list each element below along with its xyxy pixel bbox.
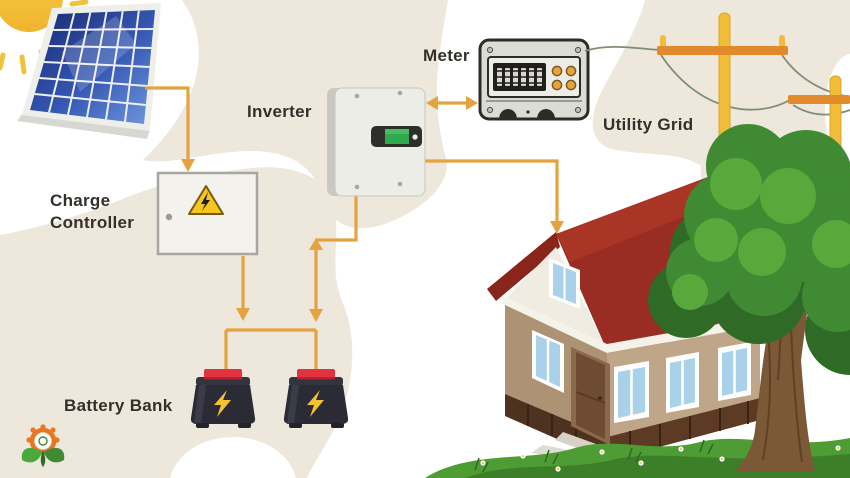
foundation [607, 398, 760, 461]
tree-foliage [648, 124, 850, 375]
tree [648, 124, 850, 472]
meter-digit-notches [495, 70, 544, 84]
insulator-peg [660, 35, 666, 48]
panel-grid [34, 10, 154, 122]
connector-inverter-house [425, 159, 559, 222]
gear-icon [26, 424, 60, 455]
battery [283, 369, 349, 428]
utility-grid-label: Utility Grid [603, 115, 694, 134]
meter [478, 38, 590, 121]
sun-disc [0, 0, 63, 32]
meter-label: Meter [423, 46, 470, 65]
connectors [145, 86, 559, 371]
left-eave-trim [503, 296, 607, 353]
attic-window [549, 258, 580, 309]
front-window [532, 330, 564, 393]
solar-panel [17, 3, 161, 139]
controller-knob [165, 213, 173, 221]
charge-controller [156, 171, 259, 256]
door-knob [598, 396, 602, 400]
lightning-bolt-icon [214, 390, 231, 417]
meter-terminals [499, 109, 555, 119]
inverter-led [412, 134, 418, 140]
crossarm [788, 95, 850, 104]
inverter-label: Inverter [247, 102, 312, 121]
battery-bus [224, 328, 318, 371]
connector-arrowheads [181, 96, 564, 322]
crossarm [657, 46, 788, 55]
meter-screws [486, 46, 582, 114]
battery [190, 369, 256, 428]
inverter [327, 87, 426, 197]
connector-panel-controller [145, 86, 190, 160]
insulator-peg [779, 35, 785, 48]
leaf-icon [21, 447, 65, 467]
connector-inverter-battery [314, 196, 358, 309]
charge-controller-label-line2: Controller [50, 213, 135, 232]
panel-sheen [62, 16, 136, 92]
side-window [666, 352, 699, 413]
meter-buttons [551, 65, 577, 91]
battery-bank-label: Battery Bank [64, 396, 173, 415]
brand-logo [21, 424, 65, 467]
battery-bank [190, 369, 349, 428]
solar-cells [30, 10, 155, 124]
side-window [614, 361, 649, 423]
charge-controller-label-line1: Charge [50, 191, 111, 210]
inverter-screws [354, 90, 403, 190]
roof-left-edge [487, 232, 560, 301]
lightning-bolt-icon [307, 390, 324, 417]
warning-triangle-icon [188, 185, 224, 215]
charge-controller-label: Charge Controller [50, 190, 134, 234]
side-window [718, 342, 751, 401]
